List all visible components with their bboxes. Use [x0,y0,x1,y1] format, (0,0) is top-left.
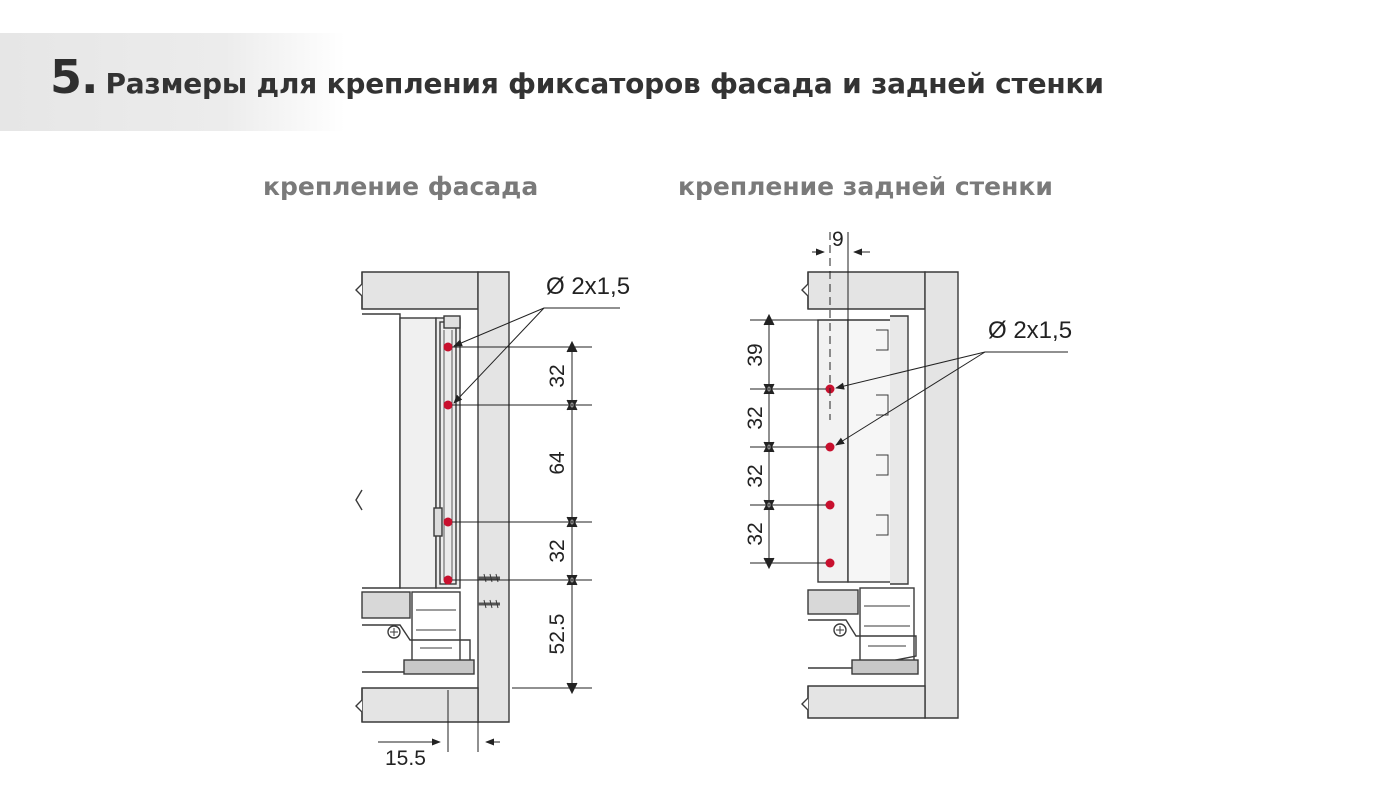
hole-1 [443,342,453,352]
back-dim-32-a: 32 [744,406,767,429]
back-mount-label: крепление задней стенки [678,172,1053,201]
front-dim-64: 64 [546,451,569,475]
back-dim-39: 39 [744,343,767,366]
front-dim-32-bottom: 32 [546,539,569,562]
step-number: 5. [50,50,98,104]
back-dim-32-b: 32 [744,464,767,487]
back-dim-9: 9 [832,228,844,251]
header-band [0,33,345,131]
front-mount-label: крепление фасада [263,172,539,201]
back-mount-holes [825,384,835,568]
front-dim-52-5: 52.5 [546,614,569,655]
front-dim-15-5: 15.5 [385,747,426,770]
back-dimension-labels: 9 39 32 32 32 Ø 2x1,5 [744,228,1072,546]
hole-4 [443,575,453,585]
hole-2 [825,442,835,452]
hole-3 [443,517,453,527]
front-dimension-labels: 32 64 32 52.5 15.5 Ø 2x1,5 [385,273,630,770]
front-hole-callout: Ø 2x1,5 [546,273,630,300]
back-mount-drawing [801,271,959,719]
back-hole-callout: Ø 2x1,5 [988,317,1072,344]
hole-3 [825,500,835,510]
back-dim-32-c: 32 [744,522,767,545]
hole-4 [825,558,835,568]
front-mount-holes [443,342,453,585]
front-dimensions [378,307,620,752]
front-mount-drawing [355,271,510,723]
front-dim-32-top: 32 [546,364,569,387]
back-dimensions [750,232,1068,570]
page-title: Размеры для крепления фиксаторов фасада … [105,67,1104,100]
title-row: 5. Размеры для крепления фиксаторов фаса… [50,50,1104,110]
hole-2 [443,400,453,410]
